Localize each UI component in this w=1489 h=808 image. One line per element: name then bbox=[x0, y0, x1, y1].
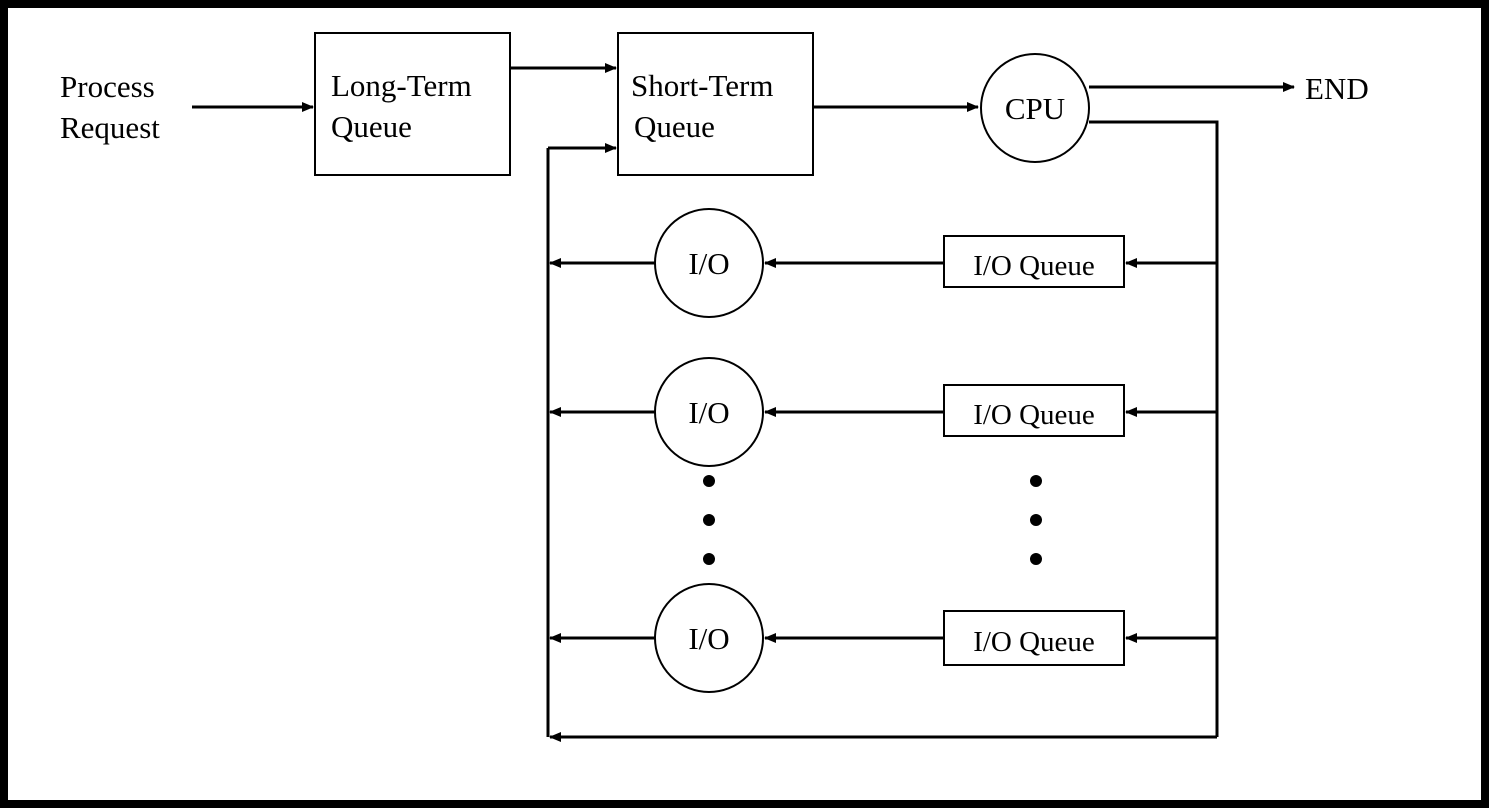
io-device-label-3: I/O bbox=[688, 621, 729, 656]
ellipsis-dots-right bbox=[1030, 475, 1042, 565]
io-device-label-1: I/O bbox=[688, 246, 729, 281]
io-queue-label-3: I/O Queue bbox=[973, 626, 1095, 658]
process-request-label-line2: Request bbox=[60, 110, 160, 145]
long-term-queue-label-line1: Long-Term bbox=[331, 68, 472, 103]
long-term-queue-box bbox=[314, 32, 511, 176]
io-queue-box-3 bbox=[943, 610, 1125, 666]
short-term-queue-label-line1: Short-Term bbox=[631, 68, 773, 103]
ellipsis-dots-left bbox=[703, 475, 715, 565]
right-bus-line bbox=[1089, 120, 1219, 737]
io-queue-label-1: I/O Queue bbox=[973, 250, 1095, 282]
cpu-node bbox=[980, 53, 1090, 163]
end-label: END bbox=[1305, 71, 1369, 106]
short-term-queue-box bbox=[617, 32, 814, 176]
process-request-label-line1: Process bbox=[60, 69, 155, 104]
long-term-queue-label-line2: Queue bbox=[331, 109, 412, 144]
io-queue-box-2 bbox=[943, 384, 1125, 437]
short-term-queue-label-line2: Queue bbox=[634, 109, 715, 144]
io-queue-box-1 bbox=[943, 235, 1125, 288]
io-device-label-2: I/O bbox=[688, 395, 729, 430]
cpu-label: CPU bbox=[1005, 91, 1065, 126]
io-queue-label-2: I/O Queue bbox=[973, 399, 1095, 431]
